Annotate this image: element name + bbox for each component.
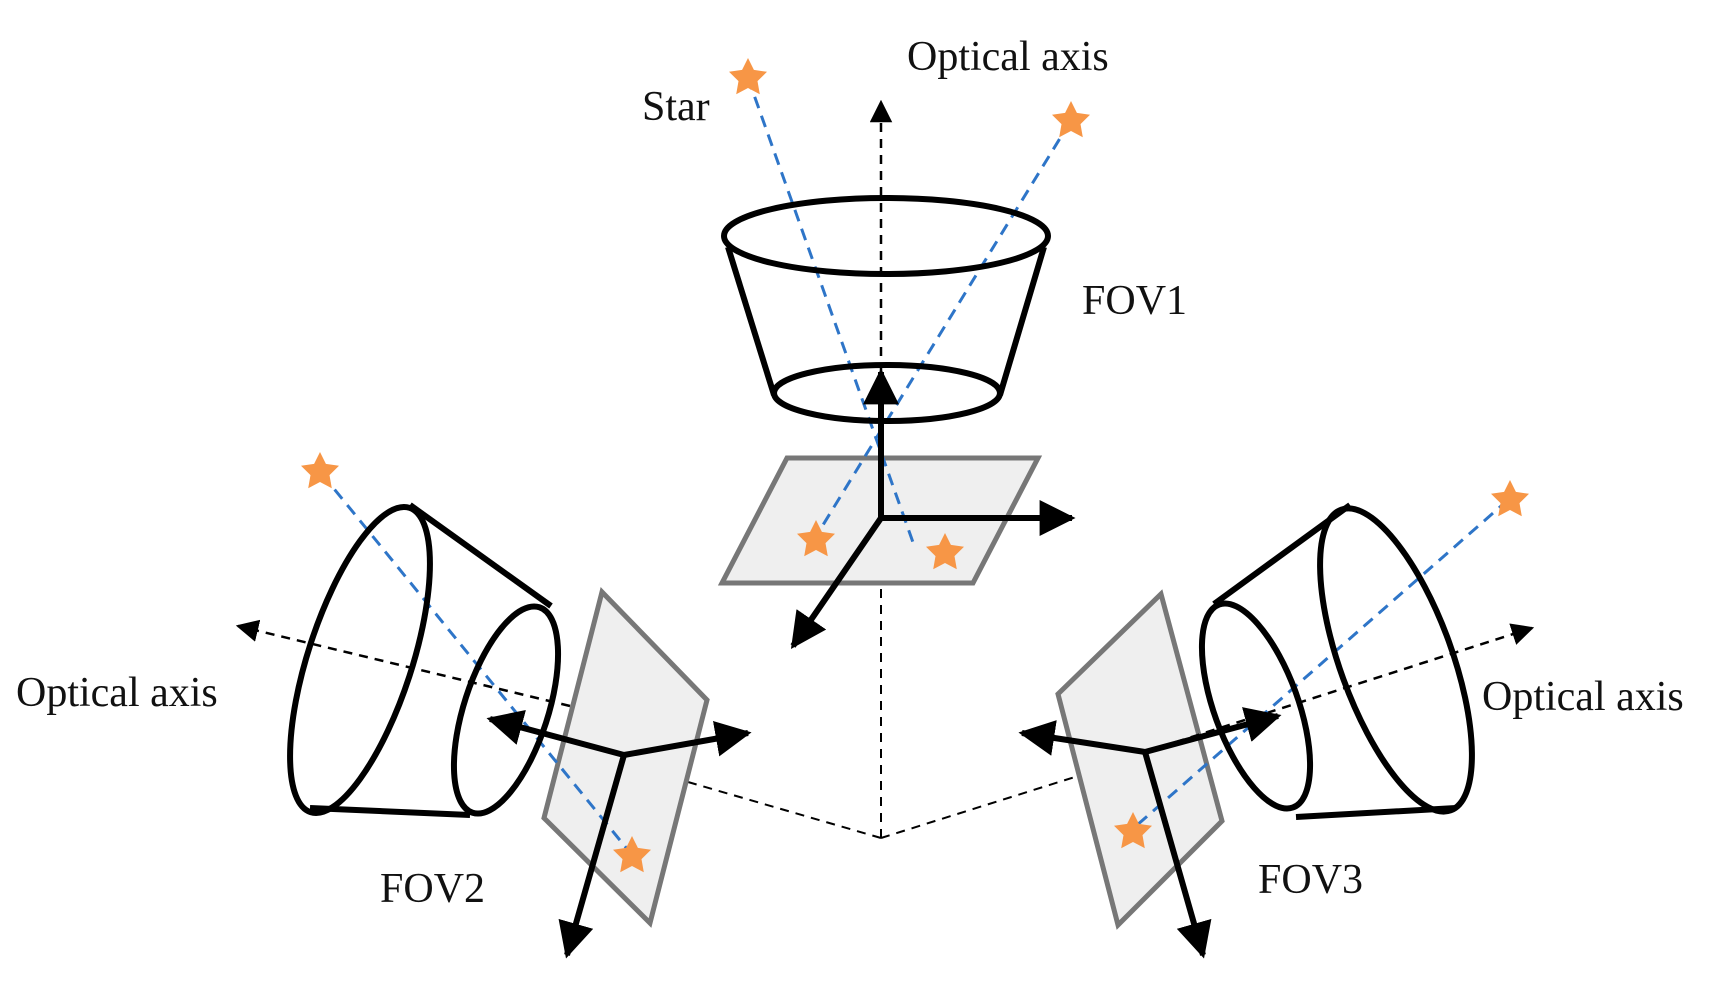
fov3-cone-bottom-side bbox=[1295, 805, 1457, 820]
reference-dashed-lines bbox=[687, 560, 1079, 839]
fov3-star-ray bbox=[1127, 498, 1509, 835]
fov3-focal-plane bbox=[1055, 589, 1225, 930]
star-icon bbox=[1052, 101, 1090, 138]
fov1-star-ray-right bbox=[813, 121, 1072, 539]
fov3-axis-optical-arrow bbox=[1144, 707, 1282, 755]
fov3-cone-small-rim bbox=[1198, 600, 1314, 812]
fov1-group bbox=[717, 77, 1076, 649]
fov2-optical-axis bbox=[235, 619, 571, 708]
star-label: Star bbox=[642, 84, 710, 130]
fov1-axis-y-arrow bbox=[790, 516, 884, 649]
fov2-axis-optical-arrow bbox=[486, 710, 625, 758]
fov3-cone-top-side bbox=[1212, 502, 1352, 607]
fov2-axis-y-arrow bbox=[558, 754, 627, 959]
star-icon bbox=[301, 452, 339, 489]
optical-axis-label-top: Optical axis bbox=[907, 34, 1109, 80]
fov1-cone-right-side bbox=[997, 246, 1047, 396]
optical-axis-label-left: Optical axis bbox=[16, 670, 218, 716]
fov3-cone-large-rim bbox=[1317, 505, 1475, 815]
center-to-fov2-dashed-line bbox=[687, 781, 882, 839]
optical-axis-label-right: Optical axis bbox=[1482, 674, 1684, 720]
fov3-group bbox=[1018, 498, 1535, 959]
fov1-label: FOV1 bbox=[1082, 278, 1187, 324]
fov2-label: FOV2 bbox=[380, 866, 485, 912]
fov1-star-ray-left bbox=[746, 77, 917, 549]
fov2-cone-large-rim bbox=[287, 503, 433, 817]
fov1-cone-bottom-rim bbox=[771, 362, 1003, 424]
fov3-axis-x-arrow bbox=[1018, 720, 1146, 756]
fov2-axis-x-arrow bbox=[623, 720, 752, 758]
star-icon bbox=[1491, 480, 1529, 517]
fov1-cone-top-rim bbox=[721, 195, 1051, 277]
fov3-axis-y-arrow bbox=[1142, 751, 1212, 959]
fov2-group bbox=[235, 473, 752, 959]
fov2-cone-small-rim bbox=[450, 603, 562, 817]
fov2-cone-bottom-side bbox=[309, 805, 471, 818]
fov3-optical-axis bbox=[1144, 623, 1535, 754]
star-icon bbox=[729, 58, 767, 95]
center-to-fov3-dashed-line bbox=[880, 775, 1079, 839]
fov3-label: FOV3 bbox=[1258, 857, 1363, 903]
fov1-cone-left-side bbox=[725, 246, 777, 396]
fov2-cone-top-side bbox=[408, 502, 553, 609]
